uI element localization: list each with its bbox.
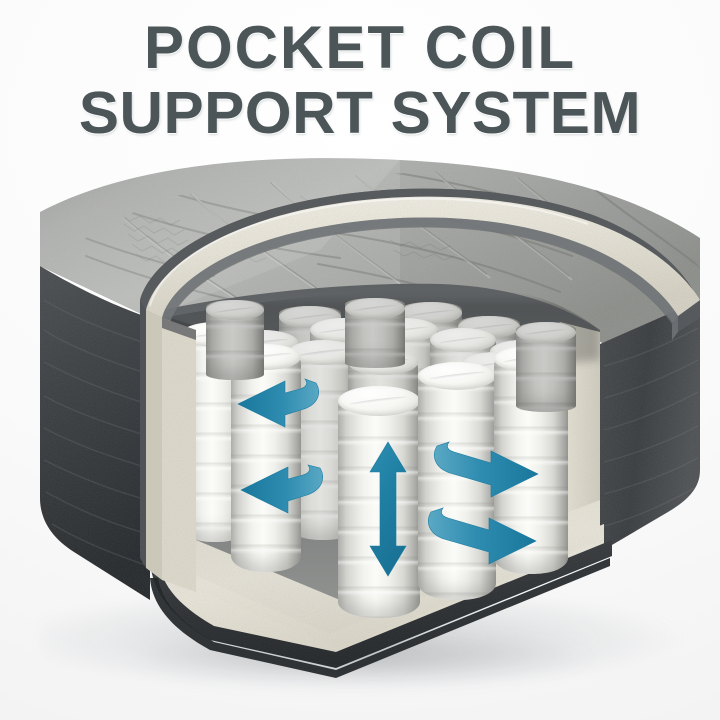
pocket-coil-center (338, 386, 420, 618)
arrow-left-lower (240, 464, 323, 514)
title-line-secondary: SUPPORT SYSTEM (78, 80, 642, 146)
arrow-right-upper (434, 441, 539, 498)
base-rim (150, 540, 612, 678)
title-line-primary: POCKET COIL (143, 14, 576, 81)
side-panel-right (600, 300, 700, 552)
foam-base-deck (150, 500, 604, 658)
arrow-left-upper (237, 378, 319, 428)
arrow-vertical (369, 441, 407, 577)
pocket-coil (231, 344, 301, 572)
arrow-right-lower (428, 507, 537, 565)
side-panel-left (40, 266, 150, 600)
pocket-coil (516, 322, 576, 412)
page-title: POCKET COIL SUPPORT SYSTEM (0, 18, 720, 143)
